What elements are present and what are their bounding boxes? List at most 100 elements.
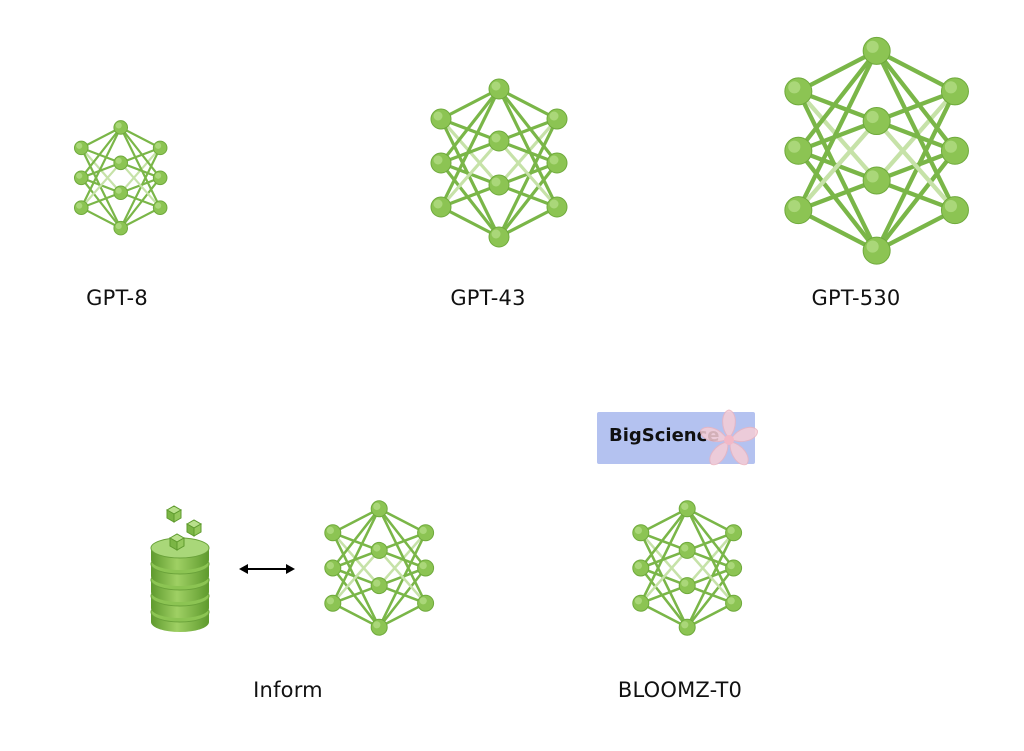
network-edge (377, 507, 427, 605)
network-edge (796, 48, 879, 153)
network-node-highlight (419, 526, 427, 534)
network-node-highlight (326, 562, 334, 570)
network-node-highlight (634, 562, 642, 570)
network-icon-gpt-530 (784, 36, 969, 265)
network-edge (497, 87, 559, 209)
network-node-highlight (76, 142, 83, 149)
network-node-highlight (866, 40, 879, 53)
network-edge (331, 507, 381, 535)
network-edge (639, 507, 689, 570)
network-edge (685, 507, 735, 605)
network-node-highlight (727, 526, 735, 534)
network-node-highlight (681, 502, 689, 510)
network-node-highlight (433, 155, 443, 165)
network-node-highlight (491, 81, 501, 91)
network-icon-bloomz-t0 (632, 500, 743, 636)
network-edge (119, 161, 162, 209)
network-edge (439, 139, 501, 209)
network-node-highlight (433, 111, 443, 121)
network-edge (119, 126, 162, 149)
network-node-highlight (944, 200, 957, 213)
flower-icon (699, 409, 759, 466)
network-node-highlight (681, 579, 689, 587)
network-node-highlight (155, 142, 162, 149)
network-node-highlight (373, 579, 381, 587)
network-edge (874, 207, 958, 253)
network-edge (497, 205, 559, 239)
network-edge (119, 146, 162, 230)
network-icon-gpt-43 (430, 78, 568, 248)
model-label-bloomz-t0: BLOOMZ-T0 (617, 678, 743, 702)
network-node-highlight (491, 133, 501, 143)
network-node-highlight (788, 140, 801, 153)
network-edge (639, 531, 689, 629)
network-edge (497, 117, 559, 239)
network-icon-gpt-8 (73, 120, 168, 236)
network-edge (119, 176, 162, 230)
network-node-highlight (681, 544, 689, 552)
network-edge (80, 161, 122, 209)
network-edge (685, 507, 735, 570)
network-edge (497, 139, 559, 209)
network-node-highlight (491, 177, 501, 187)
network-node-highlight (549, 111, 559, 121)
network-edge (639, 566, 689, 629)
network-node-highlight (634, 597, 642, 605)
network-edge (80, 206, 122, 230)
network-edge (119, 206, 162, 230)
network-node-highlight (681, 621, 689, 629)
network-node-highlight (866, 240, 879, 253)
bigscience-badge: BigScience (597, 409, 759, 466)
network-edge (377, 566, 427, 629)
network-edge (874, 48, 958, 213)
network-edge (331, 566, 381, 629)
network-node-highlight (788, 200, 801, 213)
network-edge (497, 87, 559, 121)
network-edge (377, 507, 427, 535)
network-edge (796, 148, 879, 253)
network-node-highlight (727, 562, 735, 570)
model-label-gpt-8: GPT-8 (86, 286, 148, 310)
network-node-highlight (549, 199, 559, 209)
network-edge (377, 531, 427, 629)
network-edge (874, 48, 958, 94)
network-edge (80, 176, 122, 230)
network-node-highlight (419, 562, 427, 570)
network-node-highlight (326, 526, 334, 534)
network-edge (639, 507, 689, 535)
network-node-highlight (76, 172, 83, 179)
network-node-highlight (549, 155, 559, 165)
network-node-highlight (944, 140, 957, 153)
network-node-highlight (944, 81, 957, 94)
network-node-highlight (788, 81, 801, 94)
network-edge (685, 549, 735, 605)
network-edge (796, 89, 879, 253)
model-label-inform: Inform (253, 678, 323, 702)
network-edge (796, 118, 879, 213)
network-node-highlight (727, 597, 735, 605)
network-edge (119, 126, 162, 209)
network-node-highlight (115, 157, 122, 164)
network-edge (439, 117, 501, 239)
network-edge (796, 48, 879, 213)
network-edge (331, 531, 381, 629)
network-edge (685, 566, 735, 629)
network-node-highlight (433, 199, 443, 209)
network-node-highlight (419, 597, 427, 605)
network-edge (80, 126, 122, 179)
network-edge (874, 89, 958, 253)
network-edge (80, 126, 122, 149)
network-node-highlight (155, 202, 162, 209)
network-node-highlight (76, 202, 83, 209)
network-edge (796, 48, 879, 94)
network-edge (874, 148, 958, 253)
network-edge (80, 126, 122, 209)
network-edge (639, 549, 689, 605)
network-edge (685, 531, 735, 629)
network-edge (331, 507, 381, 605)
network-node-highlight (115, 187, 122, 194)
database-icon (150, 505, 210, 632)
network-edge (439, 161, 501, 239)
network-node-highlight (115, 223, 122, 230)
bigscience-badge-text: BigScience (609, 425, 720, 446)
